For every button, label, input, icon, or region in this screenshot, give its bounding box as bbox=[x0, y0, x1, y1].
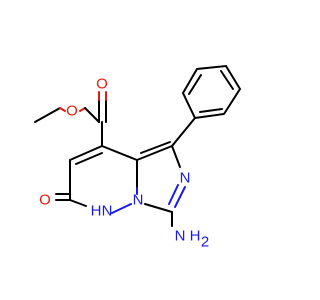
phenyl-double-3 bbox=[188, 74, 202, 95]
bond-nh-c2 bbox=[69, 199, 87, 207]
ring-nh-nitrogen: N bbox=[102, 203, 113, 220]
bond-c5-phenyl bbox=[171, 117, 196, 147]
amine-nitrogen: N bbox=[175, 228, 186, 245]
ring-nitrogen-top: N bbox=[180, 170, 191, 187]
ester-oxygen-double: O bbox=[96, 76, 108, 93]
bond-c4a-c5-double bbox=[140, 141, 171, 154]
phenyl-ring bbox=[181, 64, 242, 120]
phenyl-double-1 bbox=[199, 108, 223, 113]
bond-c3-c4 bbox=[69, 145, 103, 161]
ring-nitrogen-bridge: N bbox=[133, 192, 144, 209]
keto-oxygen: O bbox=[39, 192, 51, 209]
bond-c4-c4a bbox=[101, 145, 138, 161]
bond-c4a-c5 bbox=[136, 145, 173, 161]
bond-c3-c4-double bbox=[75, 152, 103, 165]
bond-n6-c7-double bbox=[168, 184, 179, 205]
bond-n6-c7 bbox=[174, 186, 186, 208]
phenyl-double-2 bbox=[220, 70, 234, 90]
bond-o-carbonyl-b bbox=[84, 107, 100, 123]
bond-n-nh bbox=[111, 203, 132, 214]
bond-methyl-o-red bbox=[59, 107, 66, 112]
molecule-structure: O O O N N H N H N 2 bbox=[34, 64, 242, 251]
amine-hydrogen: H bbox=[190, 228, 201, 245]
amine-subscript: 2 bbox=[201, 234, 209, 251]
bond-methyl-o bbox=[34, 107, 61, 123]
ring-nh-hydrogen: H bbox=[91, 203, 102, 220]
bond-c7-n8a bbox=[144, 203, 173, 213]
bond-c5-n6 bbox=[171, 145, 181, 168]
ester-oxygen-single: O bbox=[66, 103, 78, 120]
